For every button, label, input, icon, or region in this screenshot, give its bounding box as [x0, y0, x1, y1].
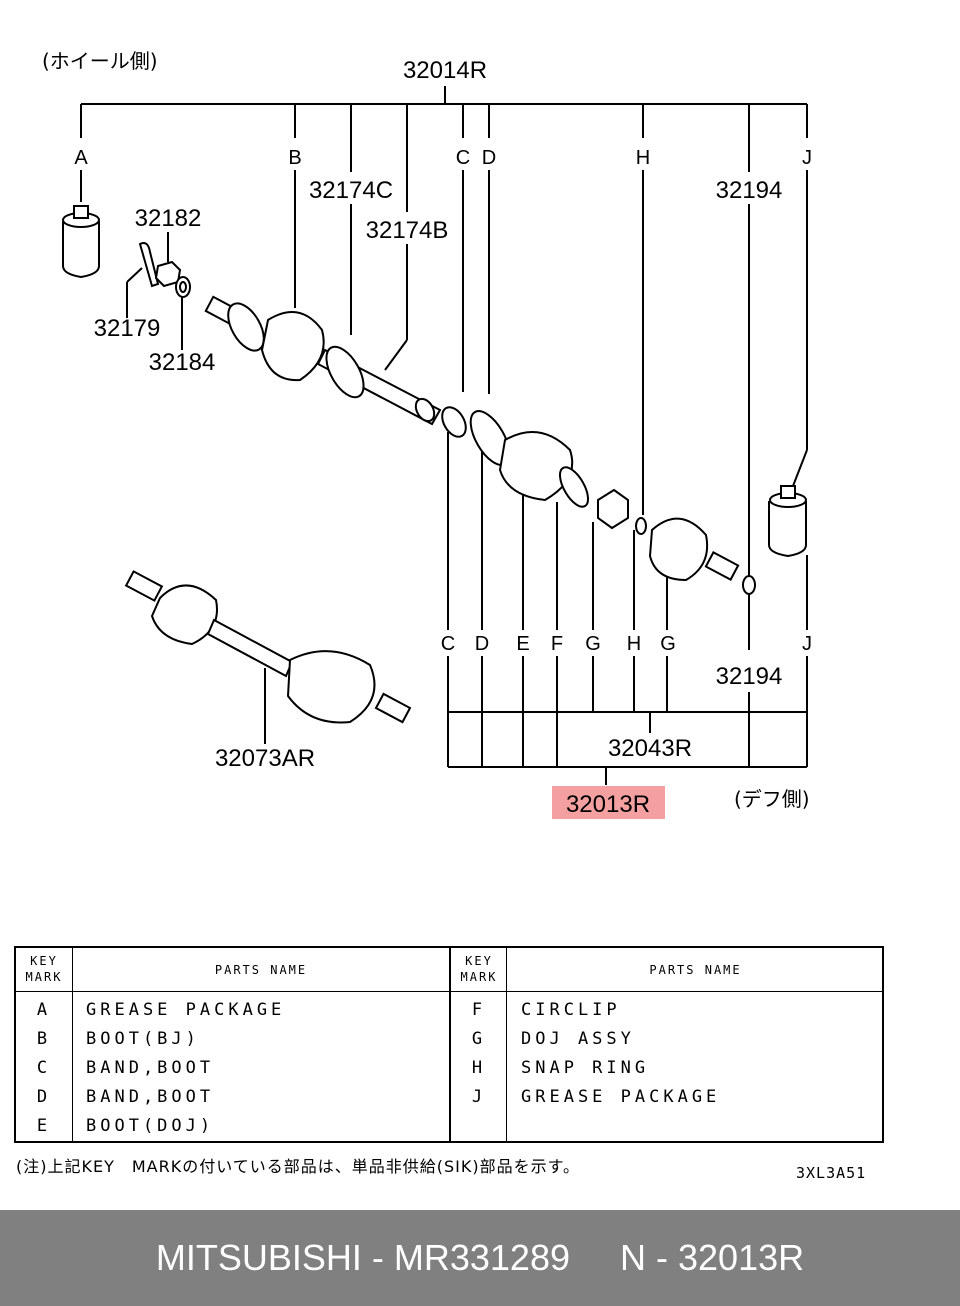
key-label-d: D: [482, 147, 496, 169]
exploded-parts-diagram: (ホイール側) (デフ側) 32014R 32043R 32013R A B C…: [42, 49, 812, 819]
part-label-32174b: 32174B: [366, 217, 449, 244]
row-part-name: CIRCLIP: [521, 1000, 621, 1020]
assembly-label-32043r: 32043R: [608, 735, 692, 762]
key-label-d-bottom: D: [475, 633, 489, 655]
row-part-name: BAND,BOOT: [86, 1058, 215, 1078]
key-label-c-bottom: C: [441, 633, 455, 655]
header-mark-text: MARK: [25, 970, 63, 984]
diff-side-label: (デフ側): [734, 787, 810, 811]
row-part-name: DOJ ASSY: [521, 1029, 635, 1049]
header-key-text: KEY: [465, 954, 493, 968]
key-label-h: H: [636, 147, 650, 169]
table-divider: [72, 948, 73, 1141]
part-label-32073ar: 32073AR: [215, 745, 315, 772]
row-mark: F: [471, 1000, 487, 1020]
key-label-a: A: [74, 147, 88, 169]
header-mark-text: MARK: [460, 970, 498, 984]
row-part-name: BOOT(BJ): [86, 1029, 200, 1049]
header-key-mark-left: KEY MARK: [16, 953, 72, 985]
footer-brand: MITSUBISHI: [155, 1237, 362, 1278]
row-part-name: GREASE PACKAGE: [521, 1087, 721, 1107]
row-mark: C: [36, 1058, 52, 1078]
key-label-b: B: [288, 147, 301, 169]
row-mark: G: [471, 1029, 487, 1049]
key-label-g2-bottom: G: [660, 633, 676, 655]
key-label-h-bottom: H: [627, 633, 641, 655]
parts-legend-table: KEY MARK PARTS NAME KEY MARK PARTS NAME …: [14, 946, 884, 1143]
exploded-drive-shaft: [204, 295, 756, 595]
key-label-g-bottom: G: [585, 633, 601, 655]
key-label-c: C: [456, 147, 470, 169]
table-header-divider: [16, 991, 882, 992]
table-divider: [449, 948, 451, 1141]
assembly-label-32013r: 32013R: [566, 791, 650, 818]
part-label-32194-bottom: 32194: [716, 663, 783, 690]
row-mark: A: [36, 1000, 52, 1020]
footer-ref: N - 32013R: [620, 1237, 805, 1278]
key-label-j: J: [802, 147, 812, 169]
row-part-name: BOOT(DOJ): [86, 1116, 215, 1136]
header-key-mark-right: KEY MARK: [451, 953, 507, 985]
row-part-name: GREASE PACKAGE: [86, 1000, 286, 1020]
header-parts-name-right: PARTS NAME: [649, 963, 742, 977]
drawing-code: 3XL3A51: [796, 1164, 867, 1182]
part-label-32184: 32184: [149, 349, 216, 376]
footer-separator: -: [361, 1237, 394, 1278]
row-mark: H: [471, 1058, 487, 1078]
row-part-name: SNAP RING: [521, 1058, 650, 1078]
grease-package-j: [768, 485, 807, 558]
key-label-e-bottom: E: [516, 633, 529, 655]
footnote: (注)上記KEY MARKの付いている部品は、単品非供給(SIK)部品を示す。: [16, 1157, 580, 1176]
part-label-32174c: 32174C: [309, 177, 393, 204]
key-label-j-bottom: J: [802, 633, 812, 655]
footer-part-number: MR331289: [393, 1237, 570, 1278]
part-label-32179: 32179: [94, 315, 161, 342]
assembly-label-32014r: 32014R: [403, 57, 487, 84]
header-key-text: KEY: [30, 954, 58, 968]
grease-package-a: [62, 205, 100, 279]
key-label-f-bottom: F: [551, 633, 563, 655]
part-label-32182: 32182: [135, 205, 202, 232]
row-part-name: BAND,BOOT: [86, 1087, 215, 1107]
row-mark: J: [471, 1087, 487, 1107]
assembled-drive-shaft: [124, 570, 412, 724]
wheel-side-label: (ホイール側): [42, 49, 158, 73]
footer-gap: [570, 1237, 620, 1279]
footer-banner: MITSUBISHI - MR331289 N - 32013R: [0, 1210, 960, 1306]
part-label-32194-top: 32194: [716, 177, 783, 204]
highlight-box: [552, 786, 665, 819]
row-mark: E: [36, 1116, 52, 1136]
row-mark: D: [36, 1087, 52, 1107]
row-mark: B: [36, 1029, 52, 1049]
table-divider: [506, 948, 507, 1141]
header-parts-name-left: PARTS NAME: [214, 963, 308, 977]
nut-and-washer: [138, 242, 191, 298]
